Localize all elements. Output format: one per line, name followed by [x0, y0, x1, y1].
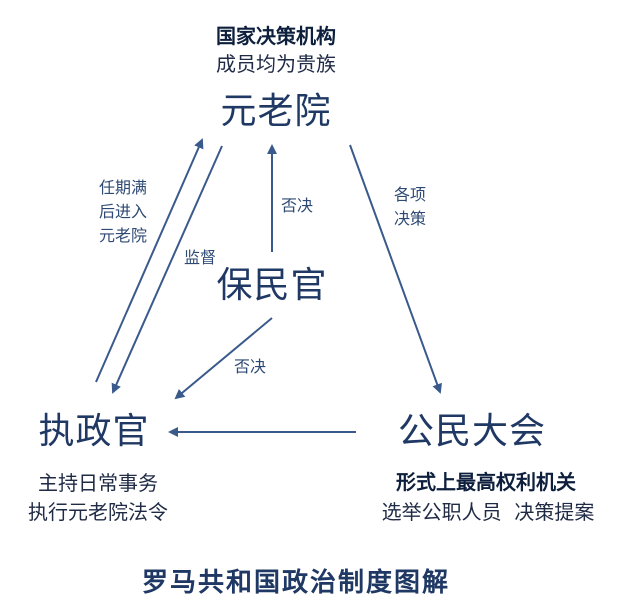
edge-label-senate-to-assembly-line2: 决策	[393, 209, 427, 228]
arrow-senate-to-consul	[111, 145, 223, 394]
senate-description-bold: 国家决策机构	[216, 24, 336, 48]
arrow-consul-to-senate	[95, 138, 204, 383]
edge-label-tribune-to-senate: 否决	[280, 196, 314, 215]
edge-label-consul-to-senate-line2: 后进入	[98, 202, 148, 221]
arrow-senate-to-assembly	[349, 144, 442, 394]
edge-label-senate-to-assembly-line1: 各项	[393, 185, 427, 204]
node-assembly: 公民大会	[397, 411, 547, 452]
edge-label-senate-to-consul: 监督	[183, 248, 217, 267]
consul-description-line1: 主持日常事务	[38, 471, 158, 495]
node-tribune: 保民官	[216, 265, 328, 306]
edge-label-consul-to-senate-line3: 元老院	[98, 226, 148, 245]
senate-description: 成员均为贵族	[216, 52, 336, 76]
assembly-description-bold: 形式上最高权利机关	[396, 470, 576, 494]
arrow-tribune-to-consul	[174, 317, 273, 400]
edge-label-consul-to-senate-line1: 任期满	[98, 178, 148, 197]
node-senate: 元老院	[220, 91, 332, 132]
node-consul: 执政官	[38, 411, 150, 452]
diagram-title: 罗马共和国政治制度图解	[141, 568, 451, 598]
assembly-description: 选举公职人员 决策提案	[381, 500, 595, 524]
consul-description-line2: 执行元老院法令	[28, 500, 168, 524]
edge-label-tribune-to-consul: 否决	[233, 357, 267, 376]
